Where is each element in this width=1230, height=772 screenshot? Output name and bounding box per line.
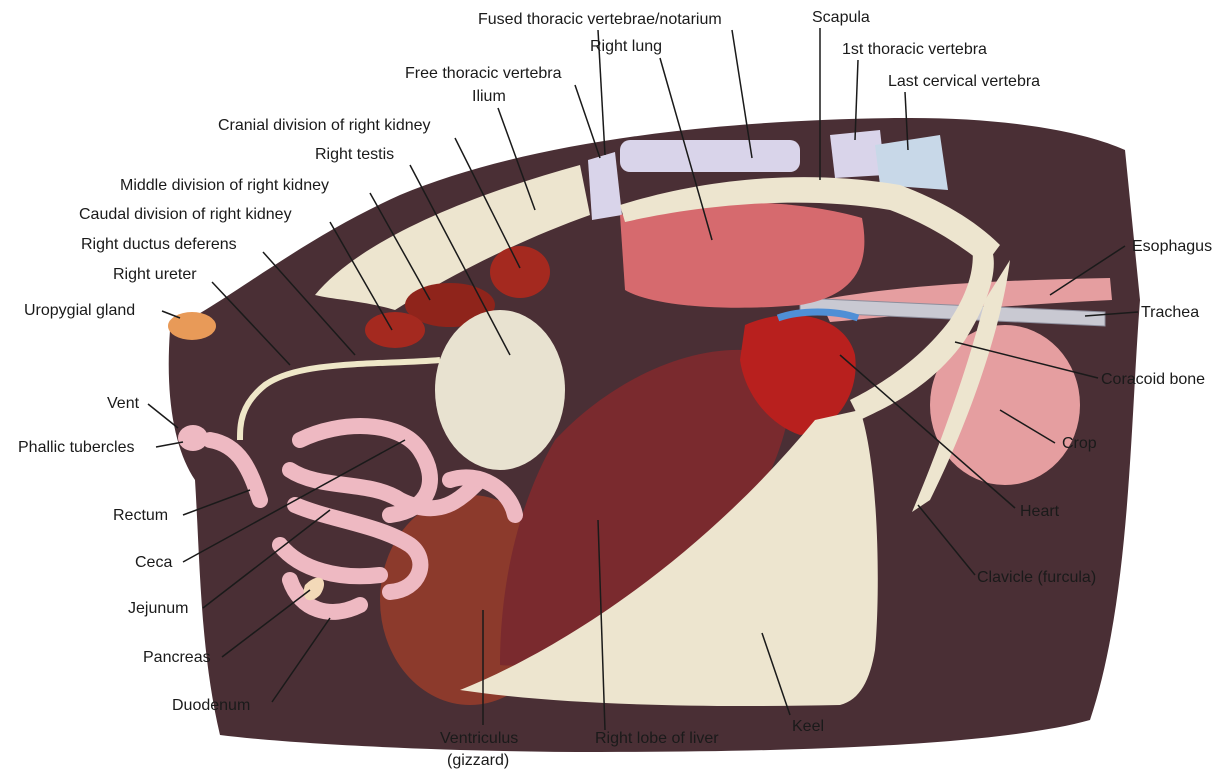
- label-ilium: Ilium: [472, 88, 506, 105]
- label-right-testis: Right testis: [315, 146, 394, 163]
- label-middle-kidney: Middle division of right kidney: [120, 177, 329, 194]
- label-pancreas: Pancreas: [143, 649, 211, 666]
- label-cranial-kidney: Cranial division of right kidney: [218, 117, 431, 134]
- label-right-liver: Right lobe of liver: [595, 730, 719, 747]
- label-fused-thoracic: Fused thoracic vertebrae/notarium: [478, 11, 722, 28]
- testis-shape: [435, 310, 565, 470]
- label-caudal-kidney: Caudal division of right kidney: [79, 206, 292, 223]
- vent-shape: [178, 425, 208, 451]
- label-free-thoracic: Free thoracic vertebra: [405, 65, 562, 82]
- label-ceca: Ceca: [135, 554, 172, 571]
- kidney-caudal-shape: [365, 312, 425, 348]
- label-gizzard: (gizzard): [447, 752, 509, 769]
- label-phallic: Phallic tubercles: [18, 439, 135, 456]
- label-first-thoracic: 1st thoracic vertebra: [842, 41, 987, 58]
- label-crop: Crop: [1062, 435, 1097, 452]
- lung-shape: [620, 202, 864, 308]
- label-esophagus: Esophagus: [1132, 238, 1212, 255]
- label-ventriculus: Ventriculus: [440, 730, 518, 747]
- label-jejunum: Jejunum: [128, 600, 188, 617]
- label-vent: Vent: [107, 395, 140, 412]
- label-keel: Keel: [792, 718, 824, 735]
- label-trachea: Trachea: [1141, 304, 1199, 321]
- label-scapula: Scapula: [812, 9, 870, 26]
- label-right-lung: Right lung: [590, 38, 662, 55]
- label-heart: Heart: [1020, 503, 1060, 520]
- label-last-cervical: Last cervical vertebra: [888, 73, 1040, 90]
- label-uropygial: Uropygial gland: [24, 302, 135, 319]
- label-duodenum: Duodenum: [172, 697, 250, 714]
- kidney-cranial-shape: [490, 246, 550, 298]
- label-ductus-deferens: Right ductus deferens: [81, 236, 237, 253]
- label-clavicle: Clavicle (furcula): [977, 569, 1096, 586]
- label-rectum: Rectum: [113, 507, 168, 524]
- label-right-ureter: Right ureter: [113, 266, 197, 283]
- label-coracoid: Coracoid bone: [1101, 371, 1205, 388]
- notarium-shape: [620, 140, 800, 172]
